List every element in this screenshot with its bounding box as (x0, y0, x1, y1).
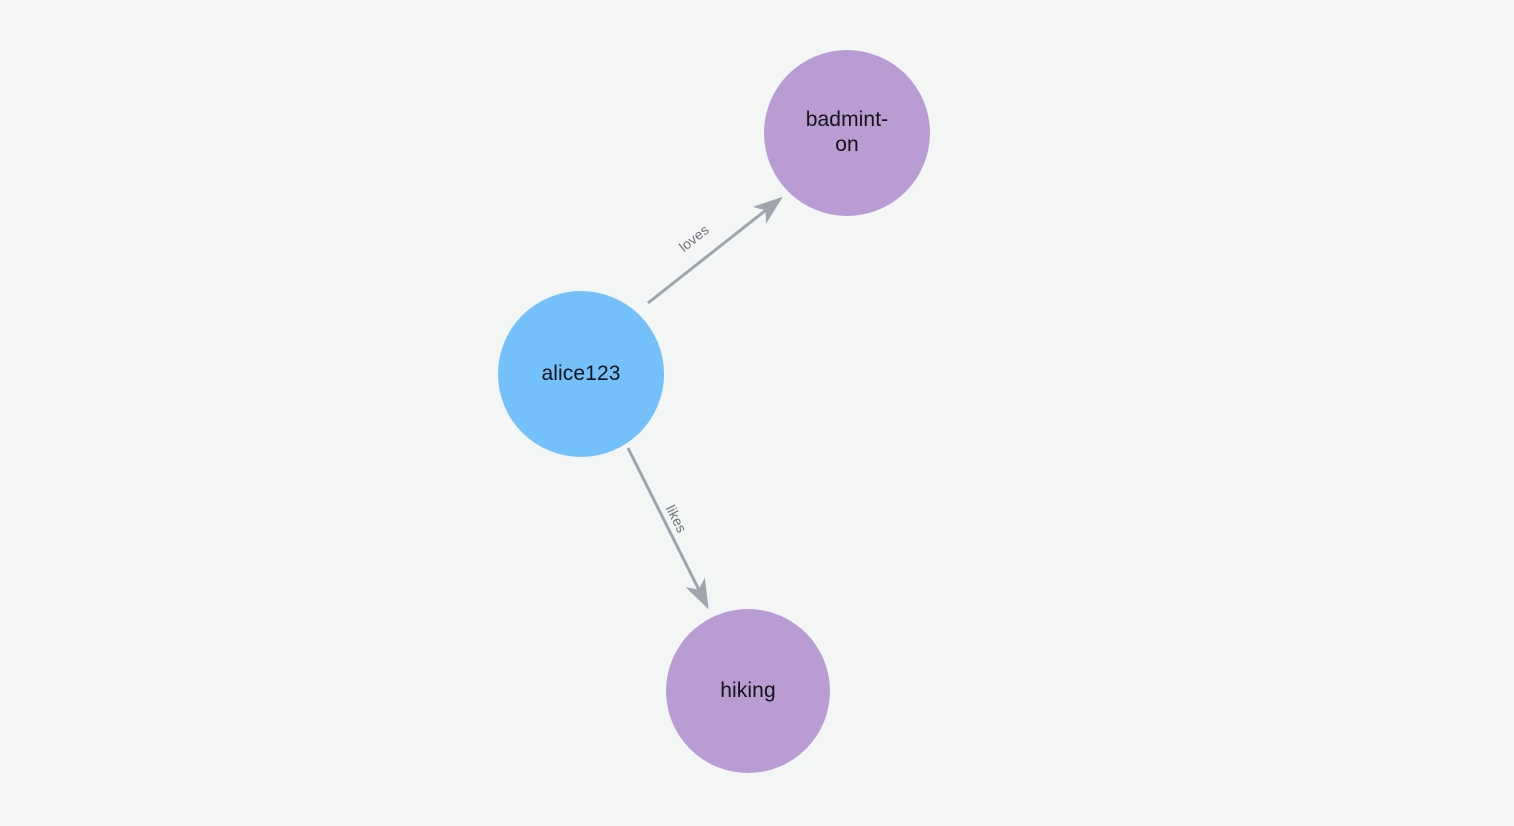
graph-node-badminton[interactable]: badmint- on (764, 50, 930, 216)
edge-loves[interactable]: loves (647, 196, 783, 305)
graph-node-hiking[interactable]: hiking (666, 609, 830, 773)
edge-loves-line (647, 196, 783, 305)
edge-likes-line (626, 447, 709, 610)
edge-likes[interactable]: likes (626, 447, 709, 610)
graph-node-alice123[interactable]: alice123 (498, 291, 664, 457)
graph-node-hiking-label: hiking (720, 678, 776, 702)
edge-loves-label: loves (676, 221, 712, 254)
graph-node-alice123-label: alice123 (541, 361, 621, 385)
edge-likes-label: likes (663, 502, 690, 535)
graph-node-badminton-label: badmint- on (805, 108, 889, 156)
